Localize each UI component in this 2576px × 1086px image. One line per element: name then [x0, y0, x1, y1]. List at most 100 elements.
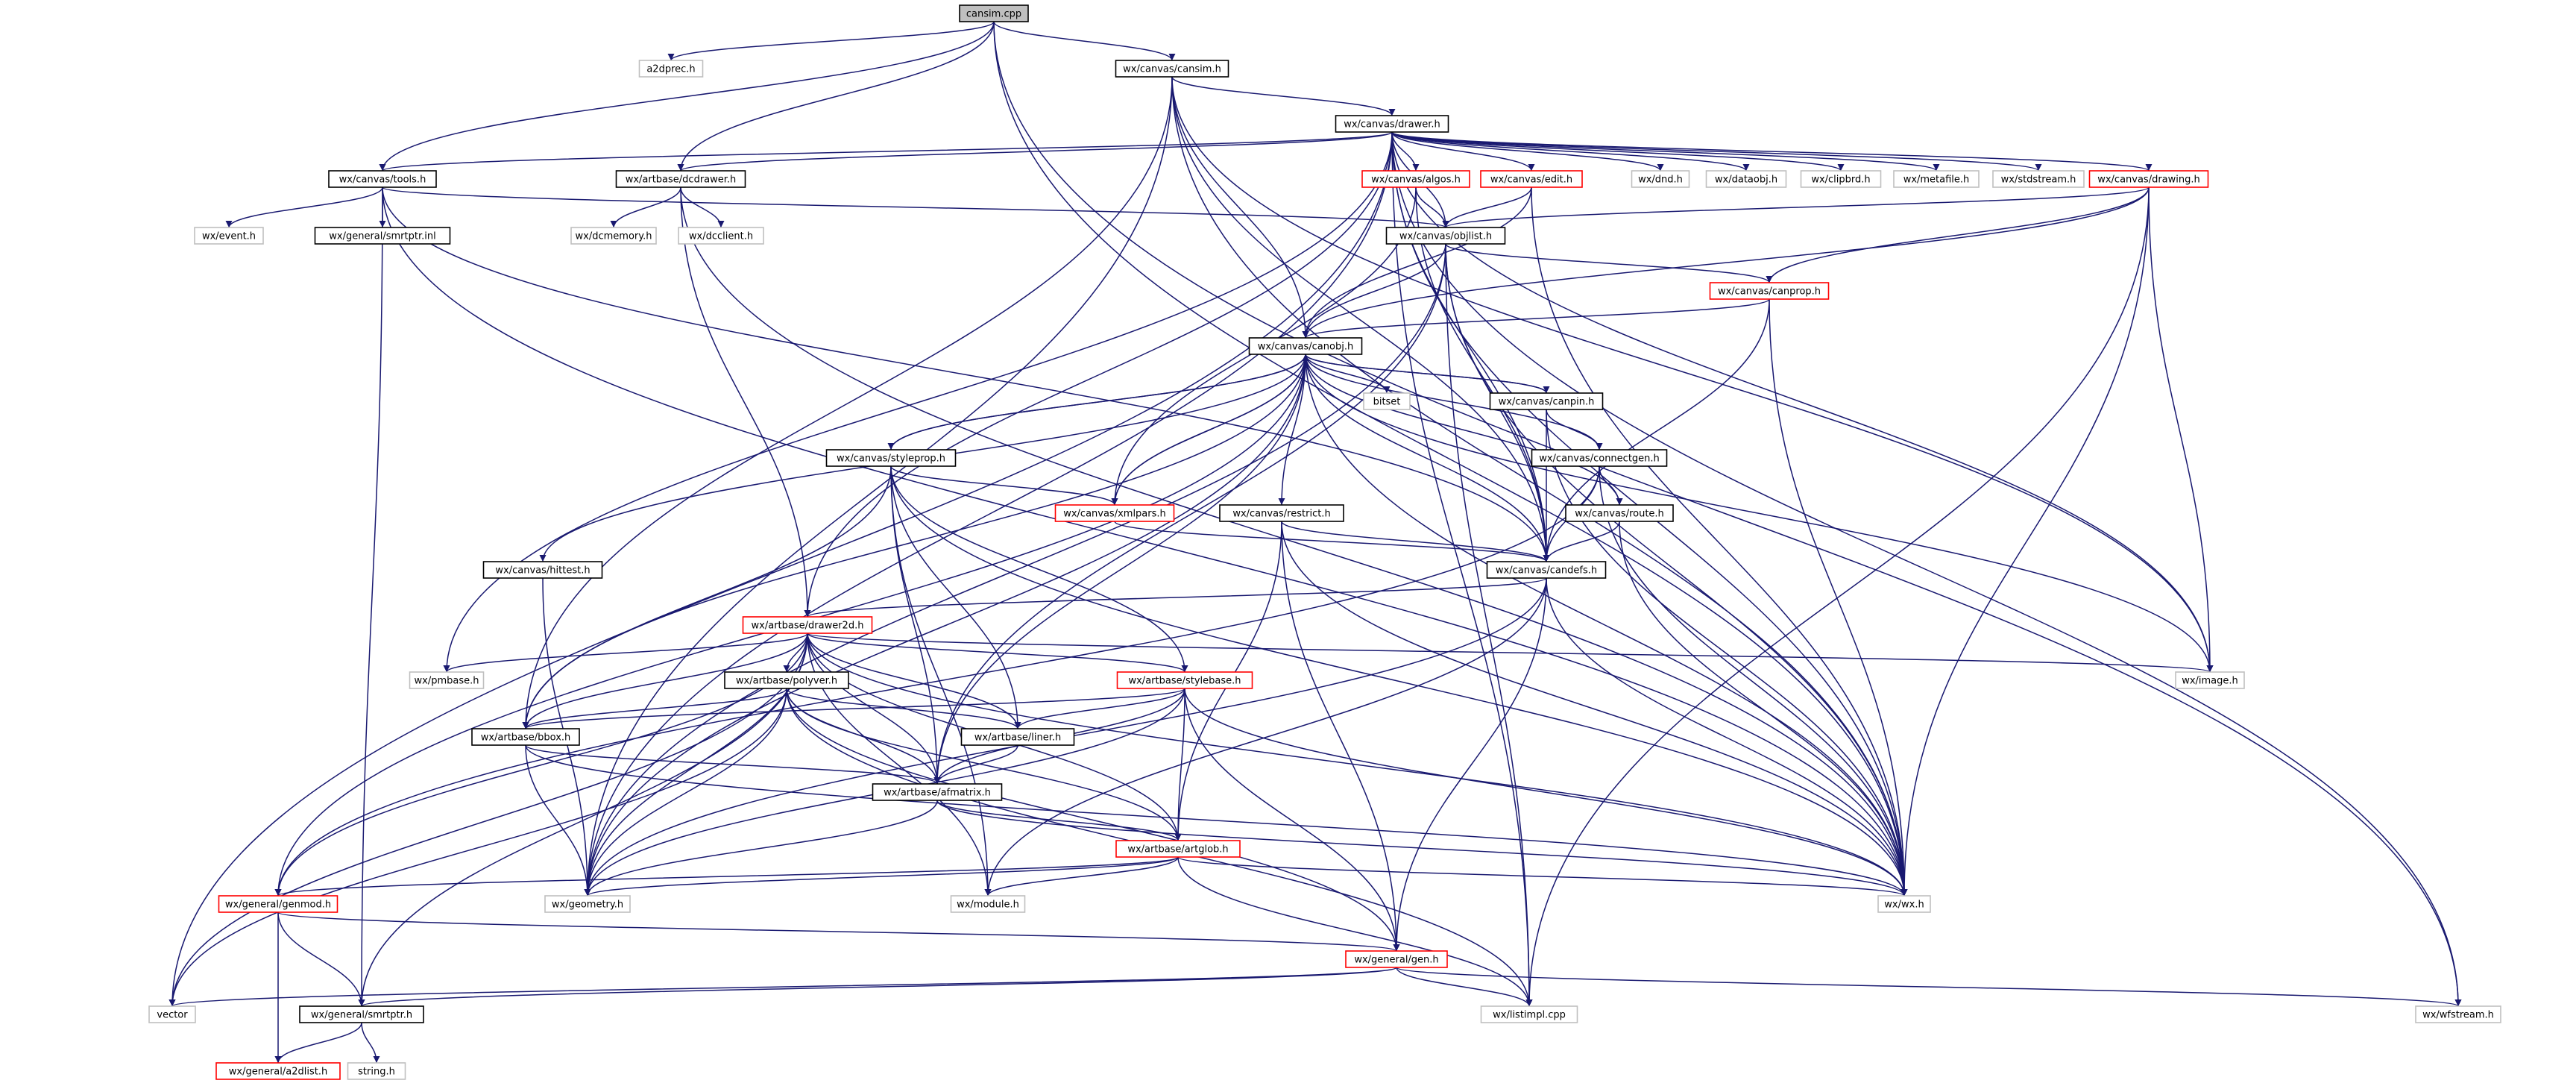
- edge-canvas_drawer_h-to-pmbase_h: [443, 131, 1393, 673]
- node-dcclient_h[interactable]: wx/dcclient.h: [678, 227, 764, 245]
- node-image_h[interactable]: wx/image.h: [2175, 671, 2245, 689]
- node-geometry_h[interactable]: wx/geometry.h: [544, 895, 631, 913]
- node-canvas_algos_h[interactable]: wx/canvas/algos.h: [1361, 170, 1470, 188]
- edge-canvas_objlist_h-to-canvas_canprop_h: [1445, 243, 1773, 283]
- node-box-artbase_artglob_h: [1115, 840, 1241, 858]
- node-stdstream_h[interactable]: wx/stdstream.h: [1992, 170, 2085, 188]
- node-canvas_connectgen_h[interactable]: wx/canvas/connectgen.h: [1531, 449, 1668, 467]
- node-general_genmod_h[interactable]: wx/general/genmod.h: [218, 895, 338, 913]
- node-label-artbase_dcdrawer_h: wx/artbase/dcdrawer.h: [626, 175, 737, 186]
- node-smrtptr_inl[interactable]: wx/general/smrtptr.inl: [314, 227, 451, 245]
- node-general_smrtptr_h[interactable]: wx/general/smrtptr.h: [299, 1005, 424, 1023]
- edge-general_gen_h-to-vector: [169, 967, 1397, 1007]
- node-label-vector: vector: [157, 1010, 188, 1021]
- edge-artbase_artglob_h-to-wx_h: [1177, 856, 1908, 897]
- edge-artbase_dcdrawer_h-to-wx_h: [680, 186, 1908, 897]
- edge-canvas_drawer_h-to-dataobj_h: [1391, 131, 1750, 172]
- edge-artbase_drawer2d_h-to-pmbase_h: [443, 633, 808, 673]
- edge-canvas_styleprop_h-to-artbase_bbox_h: [522, 465, 892, 729]
- edge-cansim_cpp-to-canvas_cansim_h: [993, 21, 1176, 61]
- node-label-general_gen_h: wx/general/gen.h: [1354, 955, 1438, 966]
- node-wfstream_h[interactable]: wx/wfstream.h: [2415, 1005, 2501, 1023]
- node-canvas_canobj_h[interactable]: wx/canvas/canobj.h: [1248, 337, 1363, 355]
- node-canvas_canpin_h[interactable]: wx/canvas/canpin.h: [1489, 392, 1604, 410]
- edge-canvas_canprop_h-to-canvas_candefs_h: [1543, 298, 1770, 562]
- node-canvas_candefs_h[interactable]: wx/canvas/candefs.h: [1486, 561, 1607, 579]
- node-clipbrd_h[interactable]: wx/clipbrd.h: [1800, 170, 1882, 188]
- node-label-string_h: string.h: [358, 1067, 395, 1078]
- node-cansim_cpp[interactable]: cansim.cpp: [959, 4, 1029, 22]
- node-canvas_hittest_h[interactable]: wx/canvas/hittest.h: [482, 561, 603, 579]
- edge-canvas_canpin_h-to-canvas_connectgen_h: [1546, 409, 1603, 451]
- edge-canvas_canobj_h-to-image_h: [1305, 354, 2214, 673]
- node-box-canvas_styleprop_h: [825, 449, 957, 467]
- edge-canvas_connectgen_h-to-wx_h: [1599, 465, 1908, 897]
- node-canvas_tools_h[interactable]: wx/canvas/tools.h: [328, 170, 437, 188]
- edge-artbase_drawer2d_h-to-vector: [169, 633, 808, 1007]
- node-a2dprec_h[interactable]: a2dprec.h: [638, 60, 704, 78]
- node-canvas_objlist_h[interactable]: wx/canvas/objlist.h: [1385, 227, 1506, 245]
- node-dnd_h[interactable]: wx/dnd.h: [1631, 170, 1690, 188]
- edge-cansim_cpp-to-canvas_tools_h: [379, 21, 995, 172]
- node-box-dataobj_h: [1705, 170, 1787, 188]
- node-label-canvas_objlist_h: wx/canvas/objlist.h: [1399, 231, 1492, 242]
- node-pmbase_h[interactable]: wx/pmbase.h: [409, 671, 485, 689]
- node-canvas_edit_h[interactable]: wx/canvas/edit.h: [1480, 170, 1583, 188]
- node-metafile_h[interactable]: wx/metafile.h: [1893, 170, 1980, 188]
- edge-canvas_canpin_h-to-wx_h: [1546, 409, 1908, 897]
- edge-canvas_drawing_h-to-listimpl_cpp: [1525, 186, 2150, 1007]
- node-general_gen_h[interactable]: wx/general/gen.h: [1345, 950, 1448, 968]
- node-box-wfstream_h: [2415, 1005, 2501, 1023]
- node-vector[interactable]: vector: [148, 1005, 196, 1023]
- edge-general_smrtptr_h-to-general_a2dlist_h: [274, 1022, 362, 1064]
- node-wx_h[interactable]: wx/wx.h: [1877, 895, 1931, 913]
- node-artbase_polyver_h[interactable]: wx/artbase/polyver.h: [724, 671, 849, 689]
- edge-canvas_drawer_h-to-canvas_edit_h: [1391, 131, 1535, 172]
- node-label-canvas_route_h: wx/canvas/route.h: [1575, 509, 1664, 520]
- node-box-smrtptr_inl: [314, 227, 451, 245]
- edge-canvas_tools_h-to-wx_h: [382, 186, 1908, 897]
- node-artbase_liner_h[interactable]: wx/artbase/liner.h: [960, 728, 1075, 746]
- node-box-module_h: [950, 895, 1026, 913]
- edge-canvas_edit_h-to-canvas_canobj_h: [1302, 186, 1532, 339]
- node-label-artbase_drawer2d_h: wx/artbase/drawer2d.h: [752, 621, 864, 632]
- edge-canvas_drawer_h-to-geometry_h: [584, 131, 1393, 897]
- node-canvas_styleprop_h[interactable]: wx/canvas/styleprop.h: [825, 449, 957, 467]
- edge-cansim_cpp-to-artbase_dcdrawer_h: [677, 21, 995, 172]
- node-artbase_stylebase_h[interactable]: wx/artbase/stylebase.h: [1116, 671, 1253, 689]
- node-box-general_genmod_h: [218, 895, 338, 913]
- edge-artbase_drawer2d_h-to-general_smrtptr_h: [358, 633, 808, 1007]
- node-module_h[interactable]: wx/module.h: [950, 895, 1026, 913]
- node-canvas_canprop_h[interactable]: wx/canvas/canprop.h: [1709, 282, 1830, 300]
- node-canvas_drawer_h[interactable]: wx/canvas/drawer.h: [1335, 115, 1449, 133]
- node-label-listimpl_cpp: wx/listimpl.cpp: [1493, 1010, 1566, 1021]
- node-general_a2dlist_h[interactable]: wx/general/a2dlist.h: [215, 1062, 341, 1080]
- node-box-dcmemory_h: [570, 227, 657, 245]
- edge-canvas_drawer_h-to-canvas_tools_h: [380, 131, 1393, 172]
- node-dataobj_h[interactable]: wx/dataobj.h: [1705, 170, 1787, 188]
- node-canvas_drawing_h[interactable]: wx/canvas/drawing.h: [2088, 170, 2209, 188]
- node-box-geometry_h: [544, 895, 631, 913]
- edge-artbase_dcdrawer_h-to-dcmemory_h: [610, 186, 681, 228]
- node-box-clipbrd_h: [1800, 170, 1882, 188]
- node-dcmemory_h[interactable]: wx/dcmemory.h: [570, 227, 657, 245]
- node-bitset[interactable]: bitset: [1363, 392, 1411, 410]
- node-label-smrtptr_inl: wx/general/smrtptr.inl: [329, 231, 435, 242]
- node-artbase_drawer2d_h[interactable]: wx/artbase/drawer2d.h: [742, 616, 873, 634]
- node-listimpl_cpp[interactable]: wx/listimpl.cpp: [1480, 1005, 1578, 1023]
- edge-artbase_dcdrawer_h-to-artbase_drawer2d_h: [680, 186, 811, 618]
- node-string_h[interactable]: string.h: [347, 1062, 406, 1080]
- edge-canvas_xmlpars_h-to-canvas_canobj_h: [1114, 354, 1309, 506]
- node-artbase_artglob_h[interactable]: wx/artbase/artglob.h: [1115, 840, 1241, 858]
- node-canvas_route_h[interactable]: wx/canvas/route.h: [1565, 504, 1674, 522]
- node-label-image_h: wx/image.h: [2182, 676, 2238, 687]
- node-artbase_afmatrix_h[interactable]: wx/artbase/afmatrix.h: [872, 783, 1003, 801]
- node-canvas_restrict_h[interactable]: wx/canvas/restrict.h: [1219, 504, 1344, 522]
- node-event_h[interactable]: wx/event.h: [194, 227, 264, 245]
- node-box-canvas_tools_h: [328, 170, 437, 188]
- node-box-dnd_h: [1631, 170, 1690, 188]
- node-artbase_dcdrawer_h[interactable]: wx/artbase/dcdrawer.h: [615, 170, 746, 188]
- node-canvas_xmlpars_h[interactable]: wx/canvas/xmlpars.h: [1054, 504, 1175, 522]
- node-canvas_cansim_h[interactable]: wx/canvas/cansim.h: [1115, 60, 1229, 78]
- node-artbase_bbox_h[interactable]: wx/artbase/bbox.h: [471, 728, 580, 746]
